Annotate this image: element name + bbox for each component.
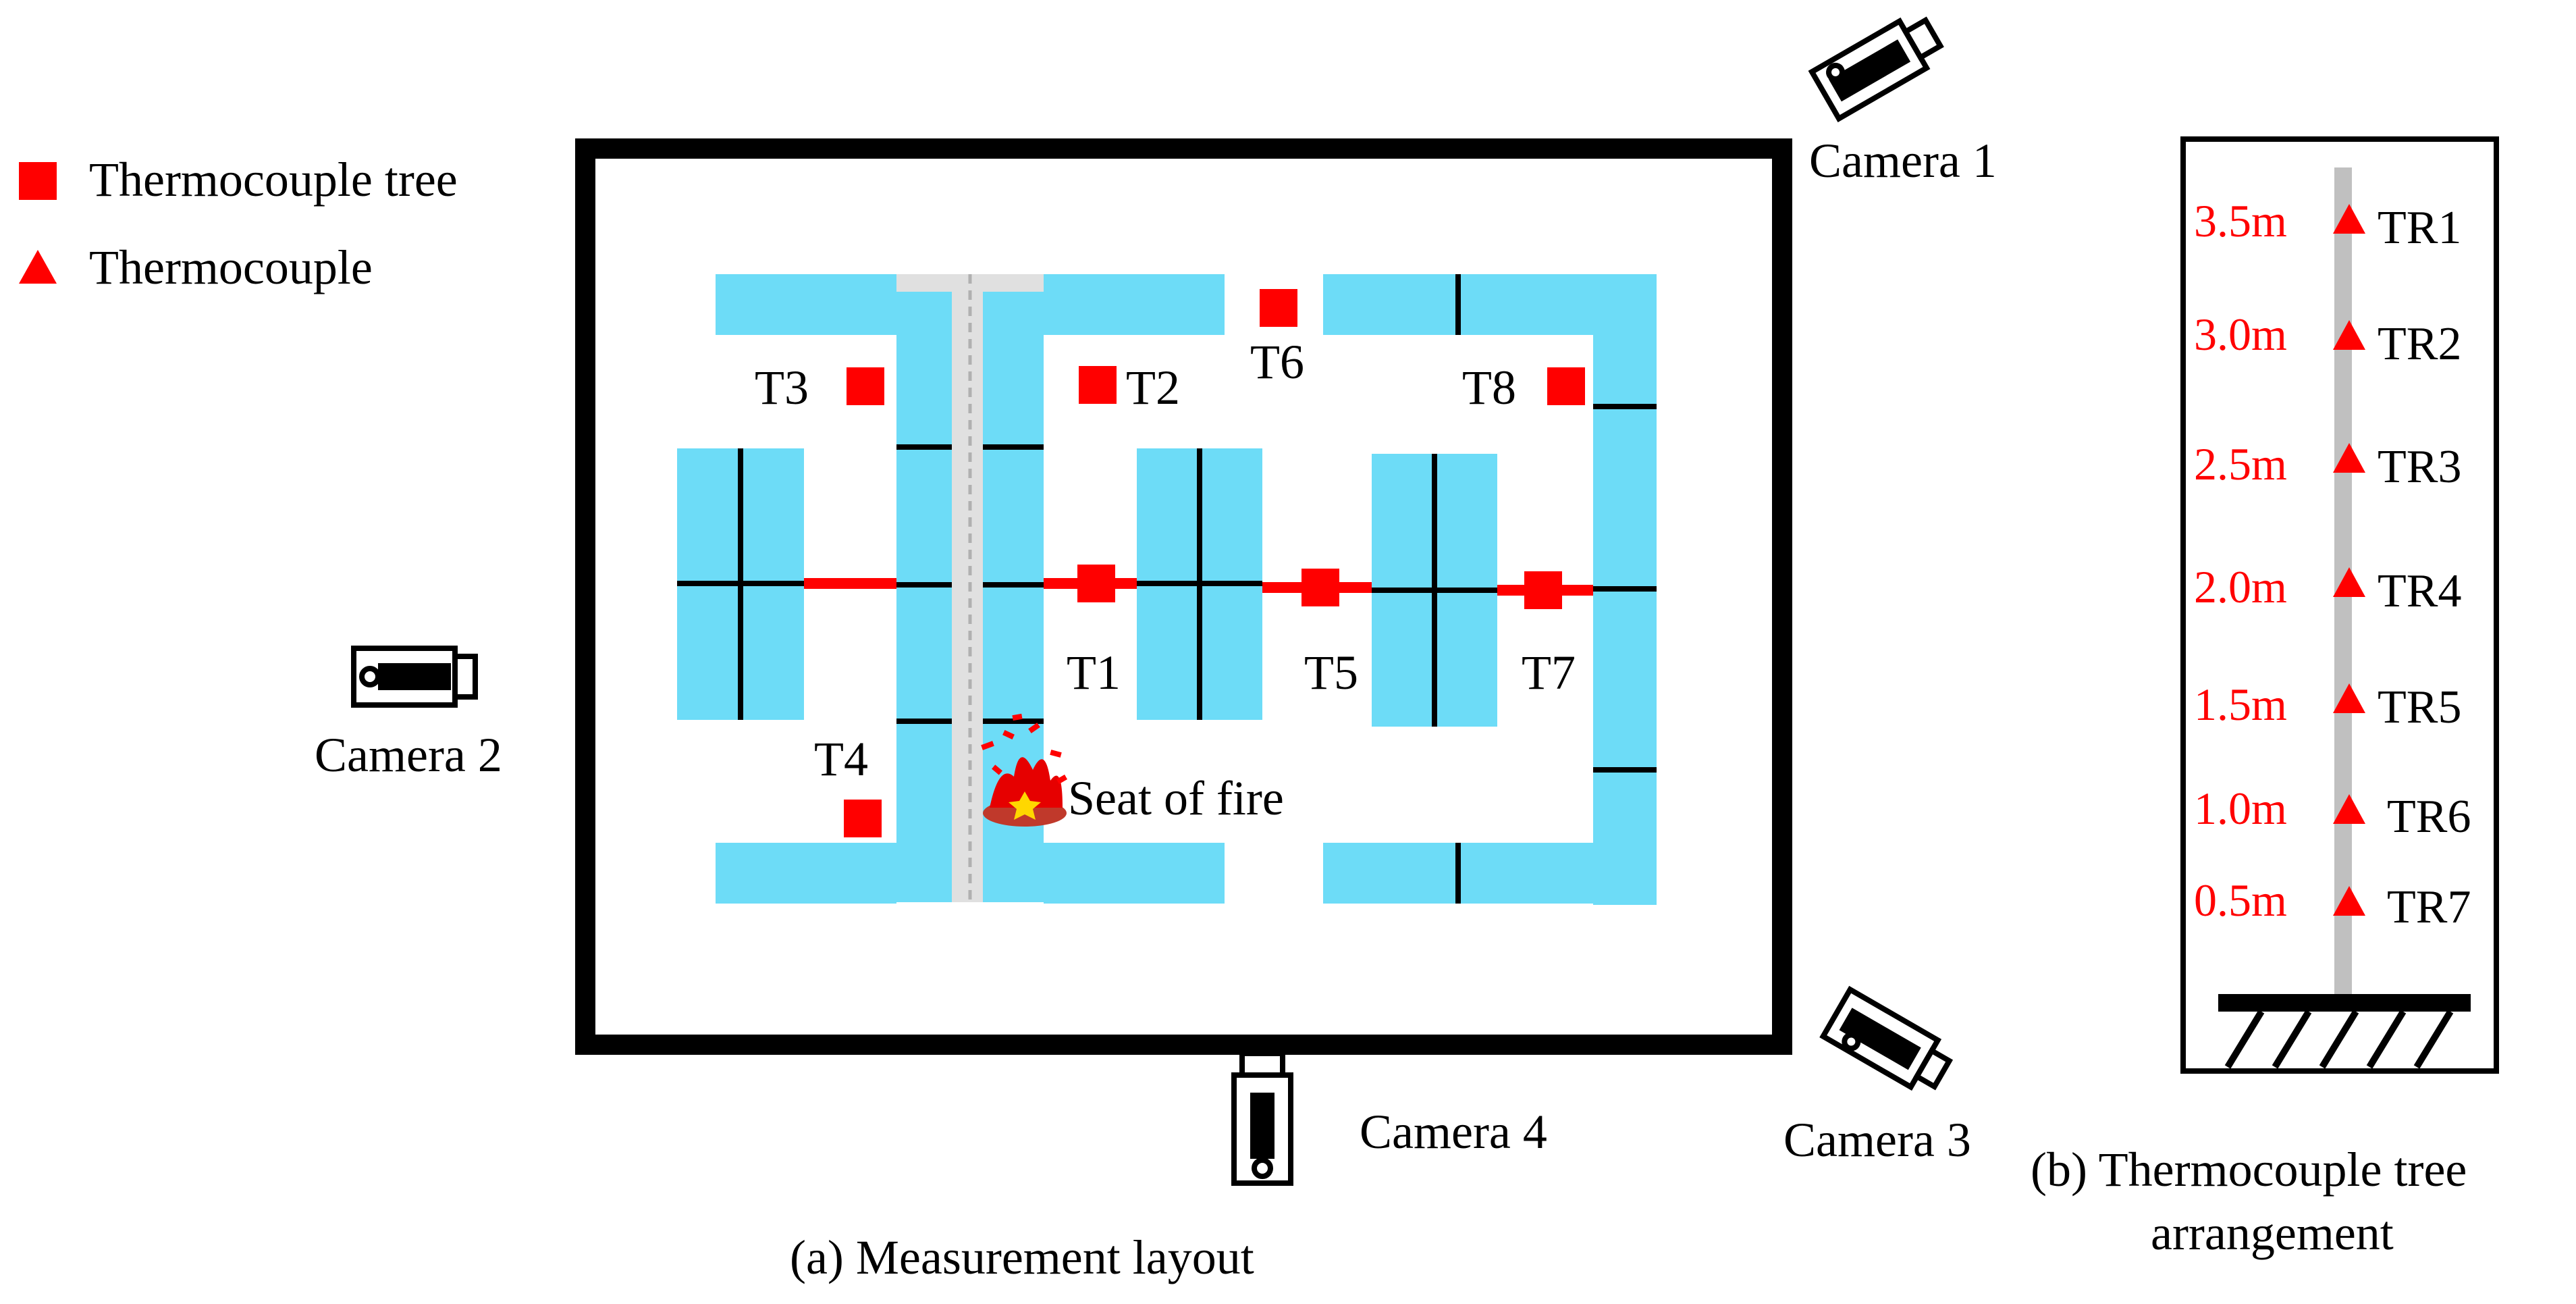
camera-2-icon <box>351 646 478 708</box>
shelf <box>1458 274 1593 335</box>
shelf <box>716 843 896 904</box>
tree-t6-label: T6 <box>1250 335 1304 389</box>
tree-t3-label: T3 <box>755 361 809 415</box>
thermocouple-row: 2.0m TR4 <box>2194 561 2461 617</box>
tree-t5-marker <box>1302 569 1339 606</box>
shelf <box>1044 274 1225 335</box>
thermocouple-row: 3.5m TR1 <box>2194 195 2461 254</box>
thermocouple-row: 0.5m TR7 <box>2194 875 2471 933</box>
caption-a: (a) Measurement layout <box>790 1230 1254 1284</box>
tree-t2-marker <box>1079 366 1117 404</box>
tree-t6-marker <box>1260 289 1297 327</box>
ground-hatching <box>2224 1010 2454 1069</box>
camera-2-label: Camera 2 <box>315 728 502 782</box>
fire-label: Seat of fire <box>1068 771 1284 825</box>
thermocouple-marker <box>2333 443 2365 473</box>
camera-1-icon <box>1808 16 1944 123</box>
camera-4-icon <box>1231 1051 1293 1186</box>
thermocouple-height: 2.0m <box>2194 561 2287 612</box>
tree-t5-label: T5 <box>1304 646 1358 700</box>
shelf-dividers <box>677 274 1657 904</box>
legend-tree-label: Thermocouple tree <box>89 153 458 207</box>
shelf <box>896 292 952 902</box>
camera-1-label: Camera 1 <box>1809 134 1997 188</box>
thermocouple-marker <box>2333 683 2365 713</box>
fire-sparks <box>981 713 1068 784</box>
thermocouple-row: 1.5m TR5 <box>2194 679 2461 733</box>
thermocouple-name: TR3 <box>2378 441 2461 493</box>
caption-b-line2: arrangement <box>2151 1206 2394 1260</box>
tree-t2-label: T2 <box>1126 361 1180 415</box>
thermocouple-height: 2.5m <box>2194 438 2287 490</box>
tree-t3-marker <box>847 367 884 405</box>
shelf <box>1044 843 1225 904</box>
tree-t1-label: T1 <box>1067 646 1121 700</box>
legend-tree-marker <box>19 162 57 200</box>
tree-t4-label: T4 <box>814 732 868 786</box>
thermocouple-row: 3.0m TR2 <box>2194 309 2461 370</box>
fire-icon <box>981 713 1068 827</box>
thermocouple-marker <box>2333 567 2365 597</box>
camera-4-label: Camera 4 <box>1360 1105 1547 1159</box>
thermocouple-name: TR6 <box>2387 791 2471 843</box>
room-wall <box>575 138 1792 1055</box>
thermocouple-name: TR1 <box>2378 202 2461 254</box>
tree-t7-marker <box>1524 571 1562 609</box>
shelf <box>716 274 896 335</box>
thermocouple-marker <box>2333 320 2365 350</box>
thermocouple-marker <box>2333 886 2365 916</box>
fire-flames <box>990 757 1063 808</box>
tree-panel-frame <box>2180 136 2499 1074</box>
thermocouple-row: 2.5m TR3 <box>2194 438 2461 493</box>
thermocouple-name: TR4 <box>2378 565 2461 617</box>
thermocouple-trees <box>844 289 1585 837</box>
thermocouple-name: TR2 <box>2378 318 2461 370</box>
tree-t8-marker <box>1547 367 1585 405</box>
thermocouple-height: 3.5m <box>2194 195 2287 246</box>
shelf <box>1323 843 1458 904</box>
camera-3-label: Camera 3 <box>1783 1113 1971 1167</box>
shelf <box>1323 274 1458 335</box>
thermocouple-height: 1.5m <box>2194 679 2287 730</box>
legend: Thermocouple tree Thermocouple <box>19 153 458 294</box>
camera-3-icon <box>1819 985 1954 1091</box>
fire-star <box>1009 791 1041 820</box>
thermocouple-row: 1.0m TR6 <box>2194 783 2471 843</box>
thermocouple-height: 0.5m <box>2194 875 2287 926</box>
shelf <box>1458 843 1593 904</box>
tree-t4-marker <box>844 800 882 837</box>
thermocouple-marker <box>2333 794 2365 824</box>
thermocouple-name: TR7 <box>2387 881 2471 933</box>
thermocouple-height: 1.0m <box>2194 783 2287 834</box>
tree-t1-marker <box>1077 565 1115 602</box>
legend-thermocouple-marker <box>19 250 57 284</box>
tree-t8-label: T8 <box>1462 361 1516 415</box>
legend-thermocouple-label: Thermocouple <box>89 240 373 294</box>
tree-base <box>2218 994 2471 1012</box>
thermocouple-height: 3.0m <box>2194 309 2287 360</box>
tree-t7-label: T7 <box>1522 646 1576 700</box>
caption-b-line1: (b) Thermocouple tree <box>2031 1143 2467 1197</box>
thermocouple-marker <box>2333 204 2365 234</box>
thermocouple-name: TR5 <box>2378 681 2461 733</box>
